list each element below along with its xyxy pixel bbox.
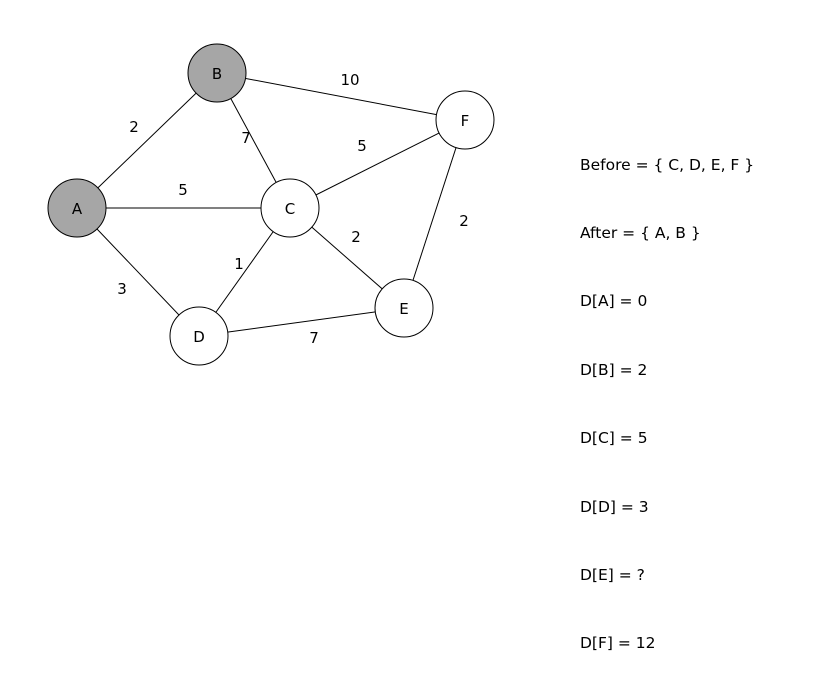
nodes-layer: A B C D E F	[47, 43, 495, 366]
edge-weight-b-f: 10	[340, 71, 359, 89]
state-line-distance-a: D[A] = 0	[580, 292, 648, 311]
node-circle-c	[260, 178, 320, 238]
node-d: D	[169, 306, 229, 366]
edge-weight-a-d: 3	[117, 280, 127, 298]
node-circle-b	[187, 43, 247, 103]
edge-weight-a-c: 5	[178, 181, 188, 199]
edge-weight-c-d: 1	[234, 255, 244, 273]
state-line-distance-e: D[E] = ?	[580, 565, 645, 584]
node-f: F	[435, 90, 495, 150]
edge-c-f	[289, 119, 466, 209]
edge-weight-a-b: 2	[129, 118, 139, 136]
node-b: B	[187, 43, 247, 103]
state-line-distance-c: D[C] = 5	[580, 429, 648, 448]
state-line-distance-f: D[F] = 12	[580, 634, 656, 653]
node-a: A	[47, 178, 107, 238]
node-circle-e	[374, 278, 434, 338]
node-label-d: D	[193, 328, 205, 346]
node-label-b: B	[212, 65, 222, 83]
node-circle-d	[169, 306, 229, 366]
edge-d-e	[198, 307, 405, 337]
node-label-a: A	[72, 200, 83, 218]
edge-a-b	[76, 72, 218, 209]
edge-weight-c-e: 2	[351, 228, 361, 246]
node-circle-f	[435, 90, 495, 150]
edge-e-f	[403, 119, 466, 309]
node-c: C	[260, 178, 320, 238]
edge-weight-c-f: 5	[357, 137, 367, 155]
state-line-distance-b: D[B] = 2	[580, 360, 648, 379]
node-label-f: F	[461, 112, 470, 130]
algorithm-state-panel: Before = { C, D, E, F } After = { A, B }…	[580, 108, 754, 678]
node-e: E	[374, 278, 434, 338]
node-label-c: C	[285, 200, 295, 218]
edge-weight-d-e: 7	[309, 329, 319, 347]
state-line-after: After = { A, B }	[580, 223, 701, 242]
edge-weight-e-f: 2	[459, 212, 469, 230]
state-line-distance-d: D[D] = 3	[580, 497, 649, 516]
node-circle-a	[47, 178, 107, 238]
edge-weight-b-c: 7	[241, 129, 251, 147]
node-label-e: E	[399, 300, 408, 318]
edge-b-f	[216, 72, 466, 121]
state-line-before: Before = { C, D, E, F }	[580, 155, 755, 174]
